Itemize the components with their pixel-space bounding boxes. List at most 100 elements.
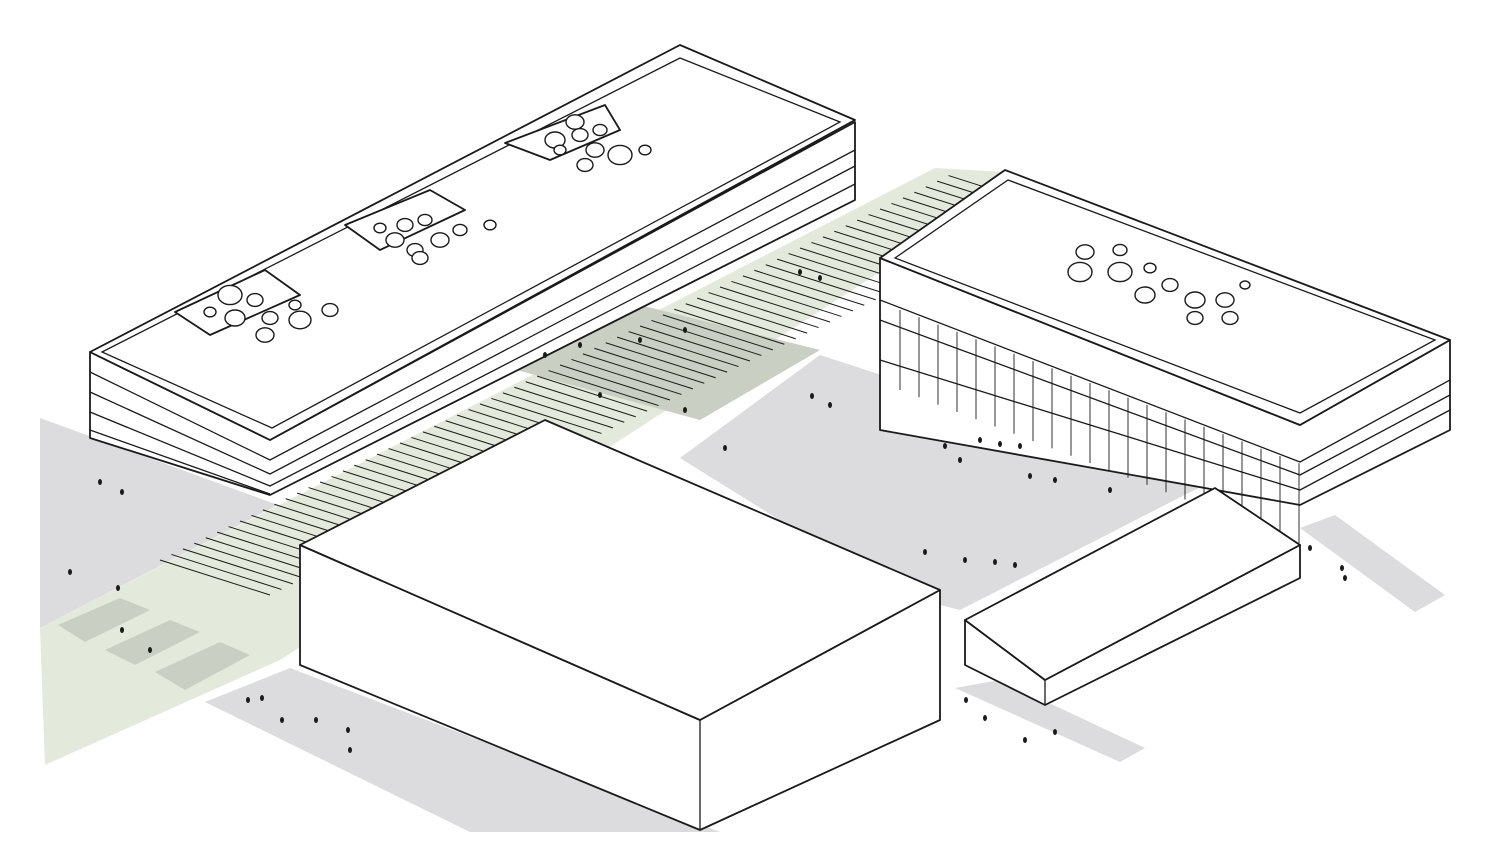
tree-dot bbox=[683, 327, 687, 333]
roof-light-opening bbox=[452, 223, 468, 237]
tree-dot bbox=[314, 717, 318, 723]
building-large-box bbox=[299, 419, 941, 831]
roof bbox=[89, 44, 856, 441]
hatch-line bbox=[719, 286, 831, 323]
paving-center-court bbox=[680, 355, 1210, 610]
tree-dot bbox=[964, 697, 968, 703]
roof-light-opening bbox=[585, 142, 605, 158]
hatch-line bbox=[548, 370, 659, 407]
tree-dot bbox=[543, 352, 547, 358]
roof bbox=[879, 169, 1451, 426]
tree-dot bbox=[246, 697, 250, 703]
roof-light-opening bbox=[321, 302, 339, 318]
tree-dot bbox=[958, 457, 962, 463]
tree-dot bbox=[828, 402, 832, 408]
roof-light-opening bbox=[1067, 261, 1093, 283]
roof-light-opening bbox=[576, 157, 594, 173]
tree-dot bbox=[998, 441, 1002, 447]
tree-dot bbox=[798, 269, 802, 275]
tree-dot bbox=[993, 559, 997, 565]
roof-light-opening bbox=[255, 327, 275, 343]
roof-light-opening bbox=[607, 144, 633, 166]
tree-dot bbox=[923, 549, 927, 555]
hatch-line bbox=[514, 386, 625, 423]
paving-left-plaza bbox=[40, 418, 278, 628]
hatch-line bbox=[571, 358, 682, 395]
hatch-line bbox=[674, 308, 785, 345]
tree-dot bbox=[1340, 565, 1344, 571]
tree-dot bbox=[98, 479, 102, 485]
roof-light-opening bbox=[1134, 286, 1156, 304]
hatch-line bbox=[628, 331, 739, 368]
hatch-line bbox=[182, 548, 294, 585]
tree-dot bbox=[943, 443, 947, 449]
building-right-block bbox=[879, 169, 1451, 544]
hatch-line bbox=[525, 381, 636, 418]
roof-light-opening bbox=[1112, 243, 1128, 257]
roof-light-opening bbox=[217, 284, 243, 306]
tree-dot bbox=[963, 557, 967, 563]
roof bbox=[299, 419, 941, 721]
tree-dot bbox=[1343, 575, 1347, 581]
roof-light-opening bbox=[1239, 280, 1251, 290]
tree-dot bbox=[983, 715, 987, 721]
tree-dot bbox=[1023, 737, 1027, 743]
tree-dot bbox=[346, 727, 350, 733]
tree-dot bbox=[1018, 443, 1022, 449]
hatch-line bbox=[159, 559, 271, 596]
roof-light-opening bbox=[1143, 262, 1157, 274]
building-left-slab bbox=[89, 44, 856, 496]
roof-light-opening bbox=[1075, 244, 1095, 260]
tree-dot bbox=[810, 393, 814, 399]
tree-dot bbox=[148, 647, 152, 653]
hatch-line bbox=[696, 297, 808, 334]
roof-light-opening bbox=[1184, 291, 1206, 309]
green-patch bbox=[58, 598, 150, 642]
roof-light-opening bbox=[203, 306, 217, 318]
hatch-line bbox=[776, 258, 888, 295]
path-hatching bbox=[159, 175, 1059, 596]
green-patch bbox=[105, 620, 200, 665]
hatch-line bbox=[559, 364, 671, 401]
roof-light-opening bbox=[261, 310, 279, 326]
roof bbox=[964, 487, 1301, 681]
hatch-line bbox=[662, 314, 774, 351]
roof-light-opening bbox=[1215, 292, 1235, 308]
tree-dot bbox=[1308, 545, 1312, 551]
roof-light-opening bbox=[483, 219, 497, 231]
tree-dot bbox=[723, 445, 727, 451]
green-patch bbox=[155, 642, 250, 690]
hatch-line bbox=[171, 553, 282, 590]
tree-dot bbox=[1053, 729, 1057, 735]
hatch-line bbox=[639, 325, 751, 362]
hatch-line bbox=[742, 275, 854, 312]
tree-dot bbox=[1053, 477, 1057, 483]
roof-light-opening bbox=[1107, 261, 1133, 283]
tree-dot bbox=[818, 275, 822, 281]
tree-dot bbox=[116, 585, 120, 591]
tree-dot bbox=[260, 695, 264, 701]
hatch-line bbox=[616, 336, 728, 373]
roof-light-opening bbox=[1161, 277, 1179, 293]
roof-light-opening bbox=[288, 310, 312, 330]
roof-light-opening bbox=[373, 222, 387, 234]
paving-bottom-strip bbox=[205, 668, 720, 832]
hatch-line bbox=[651, 319, 762, 356]
tree-dot bbox=[1028, 473, 1032, 479]
tree-dot bbox=[638, 337, 642, 343]
hatch-line bbox=[605, 342, 716, 379]
hatch-line bbox=[502, 392, 614, 429]
tree-dot bbox=[578, 342, 582, 348]
tree-dot bbox=[120, 627, 124, 633]
roof-light-opening bbox=[571, 127, 589, 143]
paving-bottom-right-strip bbox=[955, 680, 1145, 762]
hatch-line bbox=[754, 269, 865, 306]
roof-light-opening bbox=[396, 217, 414, 233]
tree-dot bbox=[348, 747, 352, 753]
roof-light-opening bbox=[288, 299, 302, 311]
hatch-line bbox=[491, 397, 602, 434]
hatch-line bbox=[685, 303, 796, 340]
roof-light-opening bbox=[411, 250, 429, 266]
hatch-line bbox=[536, 375, 648, 412]
